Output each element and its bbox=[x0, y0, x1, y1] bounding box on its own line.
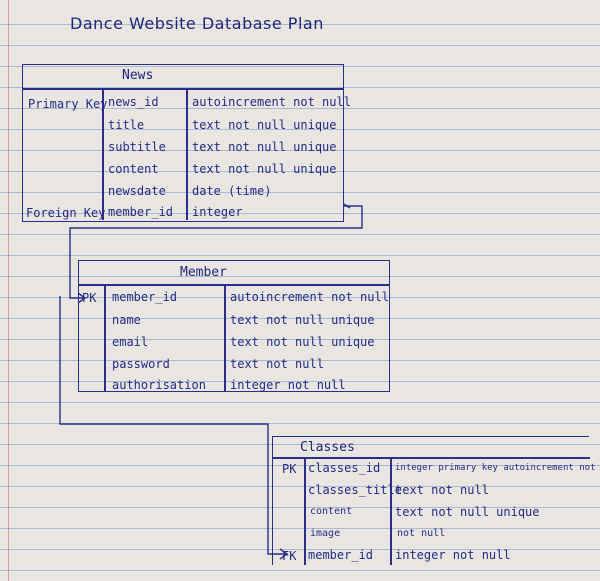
news-header-divider bbox=[22, 88, 344, 90]
member-row-field: password bbox=[112, 357, 170, 371]
member-table-name: Member bbox=[180, 265, 227, 280]
member-field-column-divider bbox=[224, 284, 226, 392]
classes-row-constraint: integer not null bbox=[395, 548, 511, 562]
classes-row-key: PK bbox=[282, 462, 297, 476]
news-row-key: Primary Key bbox=[28, 97, 108, 111]
news-foreign-key-tick bbox=[343, 203, 351, 209]
classes-row-constraint: integer primary key autoincrement not nu… bbox=[395, 463, 600, 473]
classes-row-field: image bbox=[310, 528, 341, 539]
news-member-connector-arrow bbox=[77, 292, 87, 304]
classes-table bbox=[272, 436, 589, 565]
classes-field-column-divider bbox=[390, 457, 392, 565]
member-row-constraint: text not null unique bbox=[230, 313, 375, 327]
news-row-field: content bbox=[108, 162, 159, 176]
classes-row-field: member_id bbox=[308, 548, 374, 562]
member-table bbox=[78, 260, 390, 392]
news-member-connector bbox=[69, 205, 363, 299]
member-row-field: authorisation bbox=[112, 378, 206, 392]
diagram-title: Dance Website Database Plan bbox=[70, 14, 324, 33]
member-row-constraint: text not null unique bbox=[230, 335, 375, 349]
classes-header-divider bbox=[272, 457, 590, 459]
news-row-field: member_id bbox=[108, 205, 174, 219]
news-row-constraint: date (time) bbox=[192, 184, 272, 198]
member-row-key: PK bbox=[82, 291, 97, 305]
news-row-field: title bbox=[108, 118, 145, 132]
classes-row-constraint: not null bbox=[397, 528, 446, 539]
news-row-constraint: autoincrement not null bbox=[192, 95, 351, 109]
classes-row-field: classes_title bbox=[308, 483, 402, 497]
member-classes-connector-arrow bbox=[279, 548, 289, 560]
member-row-field: member_id bbox=[112, 290, 178, 304]
news-row-constraint: integer bbox=[192, 205, 243, 219]
member-row-constraint: integer not null bbox=[230, 378, 346, 392]
news-row-field: newsdate bbox=[108, 184, 166, 198]
news-table-name: News bbox=[122, 68, 154, 83]
news-table bbox=[22, 64, 344, 222]
classes-key-column-divider bbox=[304, 457, 306, 565]
classes-row-constraint: text not null unique bbox=[395, 505, 540, 519]
news-field-column-divider bbox=[186, 88, 188, 220]
classes-row-field: content bbox=[310, 506, 353, 517]
member-row-field: name bbox=[112, 313, 141, 327]
news-row-field: news_id bbox=[108, 95, 159, 109]
member-classes-connector bbox=[59, 296, 286, 555]
news-row-field: subtitle bbox=[108, 140, 166, 154]
news-key-column-divider bbox=[102, 88, 104, 220]
member-row-constraint: autoincrement not null bbox=[230, 290, 389, 304]
news-row-constraint: text not null unique bbox=[192, 162, 337, 176]
news-row-constraint: text not null unique bbox=[192, 118, 337, 132]
member-header-divider bbox=[78, 284, 390, 286]
paper-margin-line bbox=[8, 0, 9, 581]
news-row-constraint: text not null unique bbox=[192, 140, 337, 154]
member-row-constraint: text not null bbox=[230, 357, 324, 371]
member-key-column-divider bbox=[104, 284, 106, 392]
classes-row-field: classes_id bbox=[308, 461, 381, 475]
classes-table-name: Classes bbox=[300, 440, 355, 455]
member-row-field: email bbox=[112, 335, 149, 349]
classes-row-constraint: text not null bbox=[395, 483, 489, 497]
news-row-key: Foreign Key bbox=[26, 206, 106, 220]
